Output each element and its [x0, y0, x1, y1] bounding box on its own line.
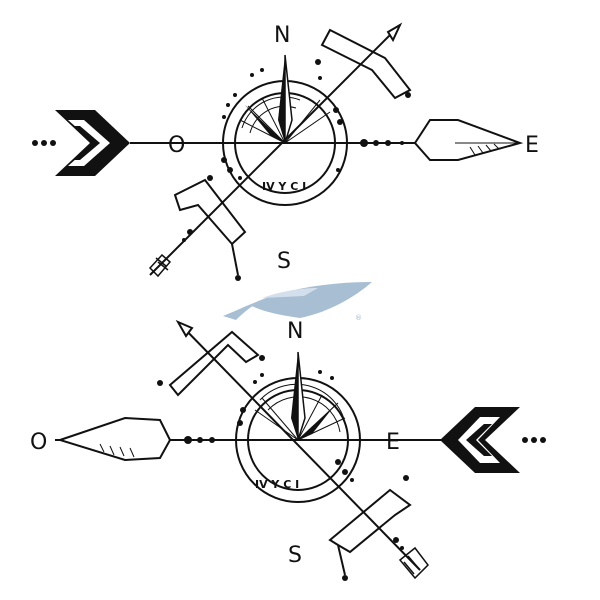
top-east-label: E	[525, 133, 539, 158]
bottom-north-label: N	[287, 319, 303, 344]
top-east-beads	[360, 139, 404, 147]
bottom-nw-arrowhead	[175, 319, 194, 338]
bottom-ring-text: IV Y C I	[255, 478, 299, 491]
bottom-east-dots	[522, 437, 546, 443]
top-ring-text: IV Y C I	[262, 180, 306, 193]
top-sw-bead-2	[182, 238, 186, 242]
top-south-label: S	[277, 249, 291, 274]
bottom-nw-bracket	[168, 330, 260, 397]
bottom-nw-dot-2	[259, 355, 265, 361]
bottom-dot-arc	[237, 370, 354, 482]
bottom-se-fletching	[398, 546, 429, 580]
top-west-dots	[32, 140, 56, 146]
bottom-se-bead-2	[400, 546, 404, 550]
top-west-label: O	[168, 133, 185, 158]
bottom-north-needle	[291, 351, 335, 441]
bottom-west-beads	[184, 436, 215, 444]
top-ne-arrowhead	[386, 22, 403, 43]
top-east-arrow	[413, 119, 524, 161]
bottom-east-label: E	[386, 430, 400, 455]
bottom-se-dot-2	[403, 475, 409, 481]
watermark-mark: ®	[355, 314, 362, 322]
top-sw-bead	[187, 229, 193, 235]
top-ne-dot	[315, 59, 321, 65]
bottom-compass: O	[30, 319, 546, 581]
top-compass: O N IV Y C I	[32, 22, 539, 281]
bottom-west-arrow	[56, 416, 172, 462]
bottom-se-bead	[393, 537, 399, 543]
bottom-nw-dot	[157, 380, 163, 386]
top-ne-bracket	[320, 28, 412, 100]
top-sw-dot	[207, 175, 213, 181]
bottom-se-dot	[342, 575, 348, 581]
top-ne-dot-2	[405, 92, 411, 98]
bottom-west-label: O	[30, 430, 47, 455]
top-dot-arc	[221, 68, 343, 180]
bottom-se-bracket	[328, 488, 412, 554]
bottom-se-tick	[337, 544, 346, 576]
bottom-south-label: S	[288, 543, 302, 568]
top-north-label: N	[274, 23, 290, 48]
boat-icon	[223, 282, 372, 320]
top-west-fletching	[55, 110, 130, 176]
top-sw-tick	[231, 243, 239, 276]
top-north-needle	[245, 54, 293, 144]
bottom-east-fletching	[440, 407, 520, 473]
top-sw-dot-2	[235, 275, 241, 281]
top-sw-fletching	[148, 253, 172, 278]
